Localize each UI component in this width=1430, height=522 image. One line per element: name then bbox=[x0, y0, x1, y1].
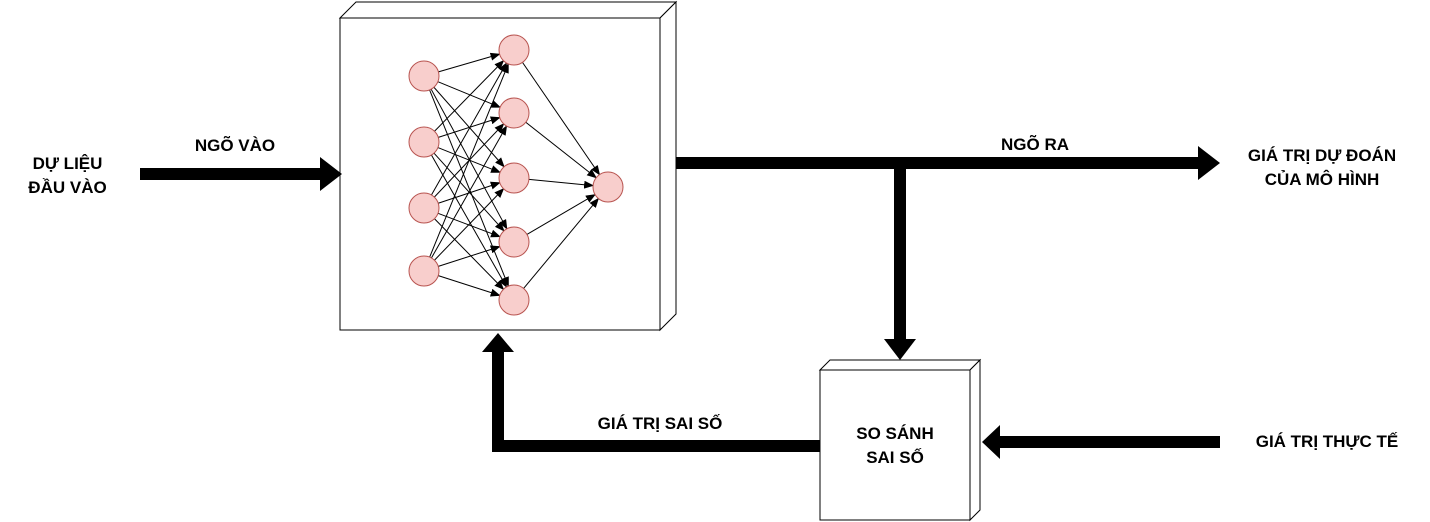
error-feedback-arrow bbox=[482, 333, 820, 452]
network-node-layer-2 bbox=[498, 162, 530, 194]
network-node-layer-1 bbox=[408, 126, 440, 158]
output-arrow-label: NGÕ RA bbox=[1001, 135, 1069, 154]
network-edge bbox=[438, 275, 501, 297]
network-node-layer-1 bbox=[408, 192, 440, 224]
network-edge bbox=[430, 154, 508, 288]
network-edge bbox=[434, 218, 505, 290]
output-arrow bbox=[676, 146, 1220, 180]
network-edge bbox=[430, 62, 508, 196]
network-nodes bbox=[408, 34, 624, 316]
compare-line-1: SO SÁNH bbox=[856, 424, 934, 443]
network-node-layer-3 bbox=[592, 171, 624, 203]
network-edge bbox=[525, 121, 597, 179]
network-edge bbox=[430, 125, 508, 259]
input-data-label: DỰ LIỆU ĐẦU VÀO bbox=[10, 152, 125, 200]
network-node-layer-1 bbox=[408, 60, 440, 92]
input-arrow bbox=[140, 157, 342, 191]
actual-value-label: GIÁ TRỊ THỰC TẾ bbox=[1255, 432, 1399, 451]
network-edge bbox=[438, 116, 501, 138]
compare-line-2: SAI SỐ bbox=[866, 448, 924, 467]
network-edge bbox=[526, 194, 596, 235]
network-node-layer-2 bbox=[498, 97, 530, 129]
input-arrow-label: NGÕ VÀO bbox=[194, 136, 276, 155]
network-edge bbox=[434, 60, 505, 132]
network-edge bbox=[429, 62, 509, 258]
network-edge bbox=[528, 178, 595, 189]
network-node-layer-2 bbox=[498, 34, 530, 66]
input-data-line-1: DỰ LIỆU bbox=[32, 154, 103, 173]
prediction-label: GIÁ TRỊ DỰ ĐOÁN CỦA MÔ HÌNH bbox=[1222, 144, 1422, 192]
network-edge bbox=[434, 188, 505, 261]
error-value-label: GIÁ TRỊ SAI SỐ bbox=[597, 414, 723, 433]
actual-value-arrow bbox=[982, 425, 1220, 459]
network-edge bbox=[438, 52, 501, 73]
network-edge bbox=[430, 88, 508, 230]
network-edge bbox=[523, 197, 600, 289]
network-node-layer-1 bbox=[408, 255, 440, 287]
branch-down-arrow bbox=[884, 163, 916, 360]
network-node-layer-2 bbox=[498, 226, 530, 258]
network-edge bbox=[438, 245, 501, 267]
compare-error-box bbox=[818, 358, 982, 522]
prediction-line-1: GIÁ TRỊ DỰ ĐOÁN bbox=[1247, 146, 1397, 165]
prediction-line-2: CỦA MÔ HÌNH bbox=[1264, 170, 1380, 189]
compare-box-label: SO SÁNH SAI SỐ bbox=[820, 422, 970, 470]
network-edge bbox=[522, 62, 601, 176]
network-edges bbox=[429, 52, 601, 297]
network-node-layer-2 bbox=[498, 284, 530, 316]
network-edge bbox=[437, 81, 502, 108]
input-data-line-2: ĐẦU VÀO bbox=[28, 178, 107, 197]
